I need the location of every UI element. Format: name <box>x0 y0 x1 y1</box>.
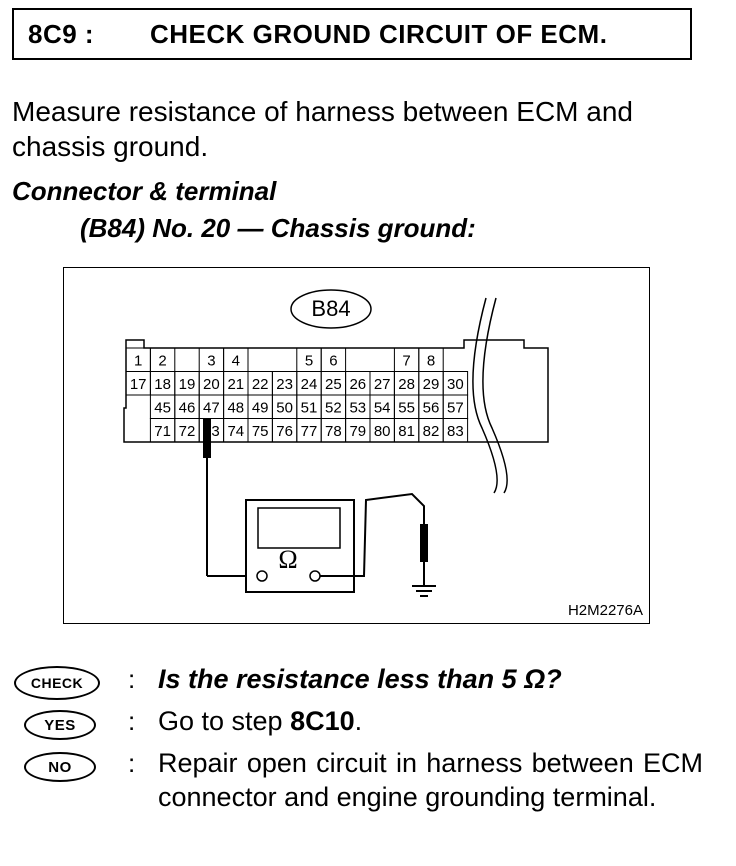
pin-cell <box>126 395 150 419</box>
instruction-text: Measure resistance of harness between EC… <box>12 96 633 162</box>
yes-row: YES : Go to step 8C10. <box>0 704 736 744</box>
pin-label: 30 <box>447 376 464 393</box>
pin-label: 17 <box>130 376 147 393</box>
check-row: CHECK : Is the resistance less than 5 Ω? <box>0 662 736 702</box>
connector-id-ellipse <box>290 289 372 329</box>
pin-label: 53 <box>349 400 366 417</box>
pin-cell <box>272 348 296 372</box>
ohmmeter-terminal-left <box>256 570 268 582</box>
step-number: 8C9 : <box>28 18 95 49</box>
pin-label: 52 <box>325 400 342 417</box>
pin-label: 75 <box>252 423 269 440</box>
harness-break-line <box>482 297 508 494</box>
pin-label: 19 <box>179 376 196 393</box>
no-colon: : <box>128 748 136 778</box>
check-colon: : <box>128 664 136 694</box>
pin-label: 78 <box>325 423 342 440</box>
check-badge: CHECK <box>14 666 100 700</box>
pin-cell <box>248 348 272 372</box>
harness-break-line <box>472 297 498 494</box>
yes-badge: YES <box>24 710 96 740</box>
pin-label: 3 <box>207 353 215 370</box>
pin-label: 51 <box>301 400 318 417</box>
pin-cell <box>370 348 394 372</box>
pin-cell <box>443 348 467 372</box>
pin-label: 46 <box>179 400 196 417</box>
pin-label: 50 <box>276 400 293 417</box>
pin-label: 26 <box>349 376 366 393</box>
probe-right <box>420 524 428 562</box>
pin-label: 47 <box>203 400 220 417</box>
pin-label: 28 <box>398 376 415 393</box>
pin-label: 81 <box>398 423 415 440</box>
probe-left <box>203 418 211 458</box>
pin-cell <box>126 419 150 443</box>
pin-cell <box>442 418 469 443</box>
pin-label: 49 <box>252 400 269 417</box>
pin-label: 20 <box>203 376 220 393</box>
no-badge: NO <box>24 752 96 782</box>
pin-label: 21 <box>227 376 244 393</box>
pin-label: 79 <box>349 423 366 440</box>
pin-label: 76 <box>276 423 293 440</box>
probe-right-wire <box>320 492 425 577</box>
pin-cell <box>346 348 370 372</box>
pin-label: 72 <box>179 423 196 440</box>
pin-label: 56 <box>423 400 440 417</box>
pin-label: 54 <box>374 400 391 417</box>
pin-label: 18 <box>154 376 171 393</box>
step-title-box: 8C9 : CHECK GROUND CIRCUIT OF ECM. <box>12 8 692 60</box>
pin-label: 22 <box>252 376 269 393</box>
pin-label: 83 <box>447 423 464 440</box>
pin-label: 71 <box>154 423 171 440</box>
pin-label: 48 <box>227 400 244 417</box>
pin-label: 57 <box>447 400 464 417</box>
pin-label: 80 <box>374 423 391 440</box>
pin-label: 77 <box>301 423 318 440</box>
ohmmeter-terminal-right <box>309 570 321 582</box>
connector-detail: (B84) No. 20 — Chassis ground: <box>80 213 476 243</box>
pin-label: 8 <box>427 353 435 370</box>
no-answer: Repair open circuit in harness between E… <box>158 748 703 812</box>
pin-label: 24 <box>301 376 318 393</box>
pin-label: 2 <box>158 353 166 370</box>
connector-body <box>123 339 549 443</box>
pin-label: 82 <box>423 423 440 440</box>
no-row: NO : Repair open circuit in harness betw… <box>0 746 736 846</box>
pin-label: 45 <box>154 400 171 417</box>
pin-label: 74 <box>227 423 244 440</box>
connector-heading: Connector & terminal <box>12 176 277 206</box>
pin-label: 4 <box>232 353 240 370</box>
yes-step-ref: 8C10 <box>290 706 355 736</box>
step-title: CHECK GROUND CIRCUIT OF ECM. <box>150 18 608 49</box>
yes-answer: Go to step 8C10. <box>158 704 703 738</box>
connector-id-label: B84 <box>311 296 351 321</box>
pin-label: 6 <box>329 353 337 370</box>
pin-label: 1 <box>134 353 142 370</box>
check-question: Is the resistance less than 5 Ω? <box>158 664 562 694</box>
pin-label: 25 <box>325 376 342 393</box>
yes-text-suffix: . <box>354 706 363 736</box>
yes-text-prefix: Go to step <box>158 706 291 736</box>
pin-label: 5 <box>305 353 313 370</box>
pin-label: 29 <box>423 376 440 393</box>
pin-label: 55 <box>398 400 415 417</box>
figure-code: H2M2276A <box>567 602 643 619</box>
pin-label: 27 <box>374 376 391 393</box>
pin-cell <box>175 348 199 372</box>
ohmmeter-display <box>257 507 341 549</box>
ohm-symbol: Ω <box>278 545 297 574</box>
yes-colon: : <box>128 706 136 736</box>
pin-label: 23 <box>276 376 293 393</box>
pin-label: 7 <box>402 353 410 370</box>
